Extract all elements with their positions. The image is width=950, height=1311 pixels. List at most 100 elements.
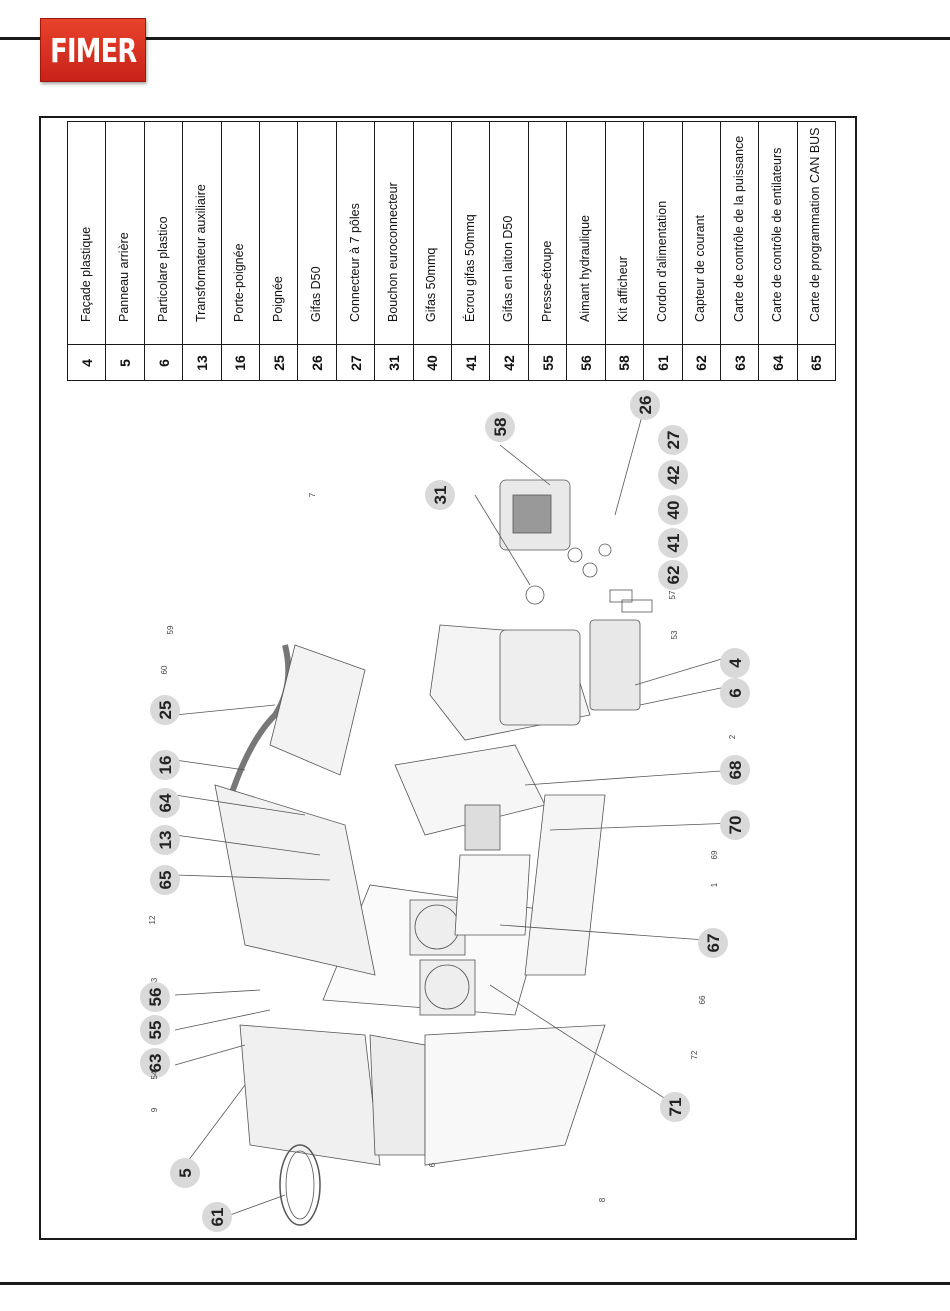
fan-2-ring (424, 964, 470, 1010)
callout-25: 25 (150, 695, 180, 725)
part-label: Carte de contrôle de entilateurs (770, 147, 785, 322)
callout-6: 6 (720, 678, 750, 708)
callout-label: 16 (156, 756, 175, 775)
callout-label: 25 (156, 701, 175, 720)
part-ref-label: 12 (148, 915, 157, 924)
callout-65: 65 (150, 865, 180, 895)
part-label: Gifas en laiton D50 (501, 215, 516, 322)
part-number-cell: 27 (336, 344, 375, 380)
callout-label: 26 (636, 396, 655, 415)
callout-bubble (150, 695, 180, 725)
fitting-b (582, 562, 598, 578)
part-number-cell: 4 (68, 344, 106, 380)
part-label: Carte de contrôle de la puissance (731, 135, 746, 322)
callout-bubble (170, 1158, 200, 1188)
callout-bubble (485, 412, 515, 442)
callout-bubble (150, 865, 180, 895)
callout-4: 4 (720, 648, 750, 678)
part-label: Porte-poignée (232, 243, 247, 322)
top-rule (0, 37, 950, 40)
callout-bubble (150, 788, 180, 818)
part-number: 63 (731, 354, 748, 371)
callout-label: 56 (146, 988, 165, 1007)
parts-table-column: Carte de contrôle de la puissance 63 (720, 122, 760, 380)
base-plate (524, 794, 606, 976)
leader-56 (174, 989, 261, 996)
callout-label: 65 (156, 871, 175, 890)
display-screen (512, 494, 552, 534)
callout-56: 56 (140, 982, 170, 1012)
parts-table-column: Transformateur auxiliaire 13 (183, 122, 222, 380)
callout-bubble (720, 755, 750, 785)
leader-61 (229, 1194, 286, 1216)
callout-label: 58 (491, 418, 510, 437)
part-label: Poignée (270, 276, 285, 322)
callout-62: 62 (658, 560, 688, 590)
part-label: Écrou gifas 50mmq (462, 214, 477, 322)
part-number: 13 (193, 354, 210, 371)
fan-2 (419, 959, 476, 1016)
leader-25 (174, 704, 276, 716)
callout-13: 13 (150, 825, 180, 855)
part-ref-label: 60 (160, 665, 169, 674)
callout-bubble (698, 928, 728, 958)
leader-13 (174, 834, 321, 856)
callout-55: 55 (140, 1015, 170, 1045)
callout-bubble (658, 528, 688, 558)
part-number-cell: 61 (644, 344, 682, 380)
leader-55 (174, 1009, 271, 1031)
part-number-cell: 42 (490, 344, 528, 380)
callout-bubble (658, 425, 688, 455)
part-number-cell: 56 (567, 344, 605, 380)
part-label: Gifas D50 (309, 266, 324, 322)
parts-table-column: Poignée 25 (260, 122, 299, 380)
callout-bubble (658, 560, 688, 590)
callout-67: 67 (698, 928, 728, 958)
callout-68: 68 (720, 755, 750, 785)
part-label: Presse-étoupe (539, 240, 554, 322)
callout-bubble (658, 495, 688, 525)
callout-5: 5 (170, 1158, 200, 1188)
callouts-layer: 5826274240416231462516641365687067565563… (140, 390, 750, 1232)
control-board (269, 644, 366, 776)
parts-table-column: Gifas en laiton D50 42 (490, 122, 529, 380)
leader-4 (634, 654, 736, 686)
rear-frame (369, 1034, 426, 1156)
logo-text: FIMER (49, 30, 137, 70)
part-number: 56 (577, 354, 594, 371)
part-number: 41 (462, 354, 479, 371)
callout-label: 70 (726, 816, 745, 835)
callout-64: 64 (150, 788, 180, 818)
part-ref-label: 57 (668, 590, 677, 599)
part-number: 64 (770, 354, 787, 371)
leader-63 (174, 1044, 246, 1066)
part-ref-label: 1 (710, 882, 719, 887)
part-number-cell: 62 (682, 344, 720, 380)
part-number-cell: 25 (260, 344, 298, 380)
part-label: Aimant hydraulique (577, 214, 592, 322)
callout-bubble (140, 1015, 170, 1045)
rear-panel (239, 1024, 381, 1166)
callout-bubble (140, 982, 170, 1012)
leader-71 (489, 984, 676, 1106)
callout-label: 42 (664, 466, 683, 485)
callout-bubble (720, 810, 750, 840)
part-number-cell: 55 (528, 344, 567, 380)
sensor-bracket (621, 599, 653, 613)
leader-16 (174, 759, 246, 771)
front-face (499, 629, 581, 726)
part-number-cell: 64 (759, 344, 797, 380)
part-number-cell: 40 (413, 344, 452, 380)
part-number: 25 (270, 354, 287, 371)
callout-label: 27 (664, 431, 683, 450)
part-label: Transformateur auxiliaire (193, 184, 208, 322)
part-ref-label: 8 (598, 1197, 607, 1202)
